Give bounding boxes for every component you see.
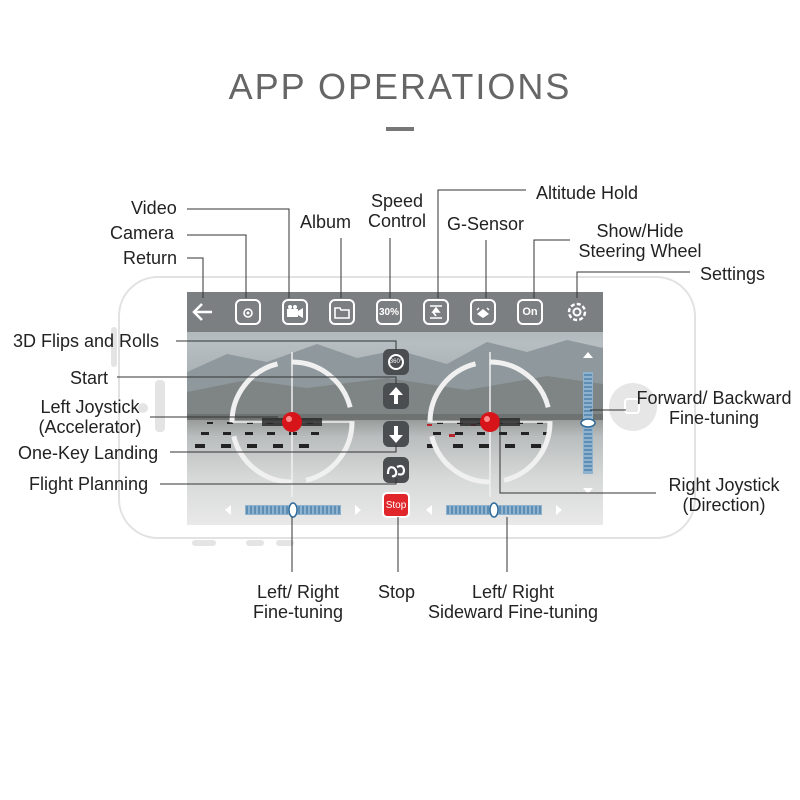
path-icon <box>386 464 406 478</box>
label-album: Album <box>300 212 352 232</box>
home-button[interactable] <box>609 383 657 431</box>
label-return: Return <box>123 248 178 268</box>
phone-bottom-button <box>276 540 294 546</box>
label-start: Start <box>70 368 109 388</box>
landing-button[interactable] <box>383 421 409 447</box>
arrow-up-icon <box>389 387 403 404</box>
album-icon[interactable] <box>329 299 355 325</box>
label-left-right-finetune: Left/ Right Fine-tuning <box>252 582 344 622</box>
label-forward-backward: Forward/ Backward Fine-tuning <box>636 388 792 428</box>
label-speed-control: Speed Control <box>367 191 427 231</box>
sideward-trim-slider[interactable] <box>424 501 564 519</box>
label-left-joystick: Left Joystick (Accelerator) <box>38 397 142 437</box>
altitude-hold-icon[interactable] <box>423 299 449 325</box>
page-title: APP OPERATIONS <box>228 66 572 107</box>
arrow-down-icon <box>389 426 403 443</box>
label-settings: Settings <box>700 264 766 284</box>
label-flight-planning: Flight Planning <box>29 474 149 494</box>
flip-roll-button[interactable]: 360° <box>383 349 409 375</box>
app-screen: 30% On 360° <box>187 292 603 525</box>
flip-icon: 360° <box>388 354 404 370</box>
label-g-sensor: G-Sensor <box>447 214 525 234</box>
phone-side-button <box>111 327 117 367</box>
left-right-trim-slider[interactable] <box>223 501 363 519</box>
label-one-key-landing: One-Key Landing <box>18 443 159 463</box>
phone-bottom-button <box>246 540 264 546</box>
label-show-hide-steering: Show/Hide Steering Wheel <box>578 221 702 261</box>
label-flips-rolls: 3D Flips and Rolls <box>13 331 160 351</box>
camera-icon[interactable] <box>235 299 261 325</box>
speed-control-icon[interactable]: 30% <box>376 299 402 325</box>
label-sideward-finetune: Left/ Right Sideward Fine-tuning <box>427 582 599 622</box>
video-icon[interactable] <box>282 299 308 325</box>
start-button[interactable] <box>383 383 409 409</box>
steering-wheel-toggle-icon[interactable]: On <box>517 299 543 325</box>
left-joystick[interactable] <box>227 347 357 497</box>
top-toolbar: 30% On <box>187 292 603 332</box>
label-camera: Camera <box>110 223 175 243</box>
title-underline <box>386 127 414 131</box>
g-sensor-icon[interactable] <box>470 299 496 325</box>
phone-side-button <box>155 380 165 432</box>
label-stop: Stop <box>378 582 416 602</box>
forward-backward-trim-slider[interactable] <box>579 350 597 496</box>
label-video: Video <box>131 198 177 218</box>
settings-gear-icon[interactable] <box>564 299 590 325</box>
right-joystick[interactable] <box>425 347 555 497</box>
stop-button[interactable]: Stop <box>382 492 410 518</box>
return-icon[interactable] <box>192 302 214 322</box>
label-right-joystick: Right Joystick (Direction) <box>668 475 780 515</box>
label-altitude-hold: Altitude Hold <box>536 183 639 203</box>
phone-bottom-button <box>192 540 216 546</box>
front-camera <box>138 403 148 413</box>
